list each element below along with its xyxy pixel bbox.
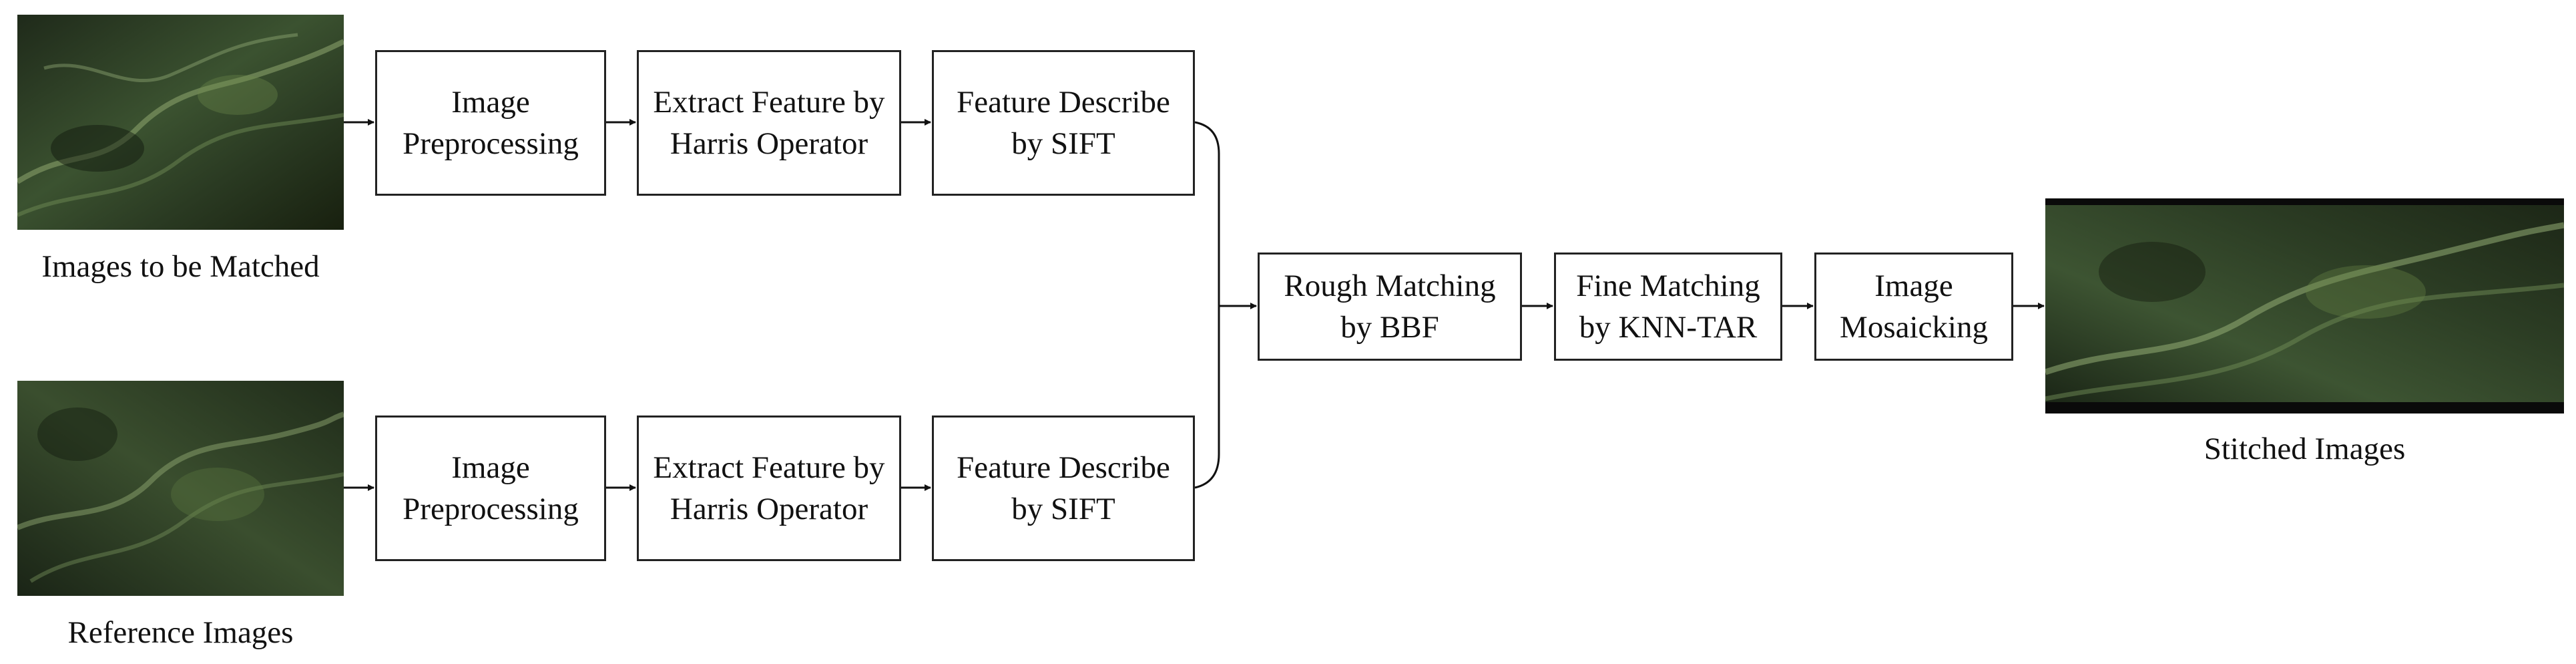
box-image-preprocessing-top: Image Preprocessing: [375, 50, 606, 196]
image-stitched: [2045, 198, 2564, 413]
box-label: Extract Feature by Harris Operator: [653, 85, 885, 161]
caption-stitched-images: Stitched Images: [2204, 432, 2406, 466]
connector-bottom-sift-to-merge: [1194, 306, 1220, 489]
box-image-preprocessing-bottom: Image Preprocessing: [375, 416, 606, 561]
image-to-be-matched: [17, 15, 344, 230]
box-label: Image Preprocessing: [403, 450, 579, 526]
box-label: Image Mosaicking: [1840, 269, 1988, 345]
box-harris-feature-top: Extract Feature by Harris Operator: [637, 50, 901, 196]
connector-top-sift-to-merge: [1194, 121, 1220, 306]
box-harris-feature-bottom: Extract Feature by Harris Operator: [637, 416, 901, 561]
box-label: Extract Feature by Harris Operator: [653, 450, 885, 526]
box-rough-matching: Rough Matching by BBF: [1258, 253, 1522, 361]
box-sift-describe-bottom: Feature Describe by SIFT: [932, 416, 1195, 561]
box-label: Rough Matching by BBF: [1284, 269, 1496, 345]
image-reference: [17, 381, 344, 596]
box-label: Feature Describe by SIFT: [957, 450, 1170, 526]
box-image-mosaicking: Image Mosaicking: [1814, 253, 2013, 361]
caption-images-to-be-matched: Images to be Matched: [41, 249, 320, 284]
caption-reference-images: Reference Images: [67, 615, 294, 650]
box-label: Feature Describe by SIFT: [957, 85, 1170, 161]
box-sift-describe-top: Feature Describe by SIFT: [932, 50, 1195, 196]
box-fine-matching: Fine Matching by KNN-TAR: [1554, 253, 1782, 361]
box-label: Fine Matching by KNN-TAR: [1576, 269, 1760, 345]
box-label: Image Preprocessing: [403, 85, 579, 161]
